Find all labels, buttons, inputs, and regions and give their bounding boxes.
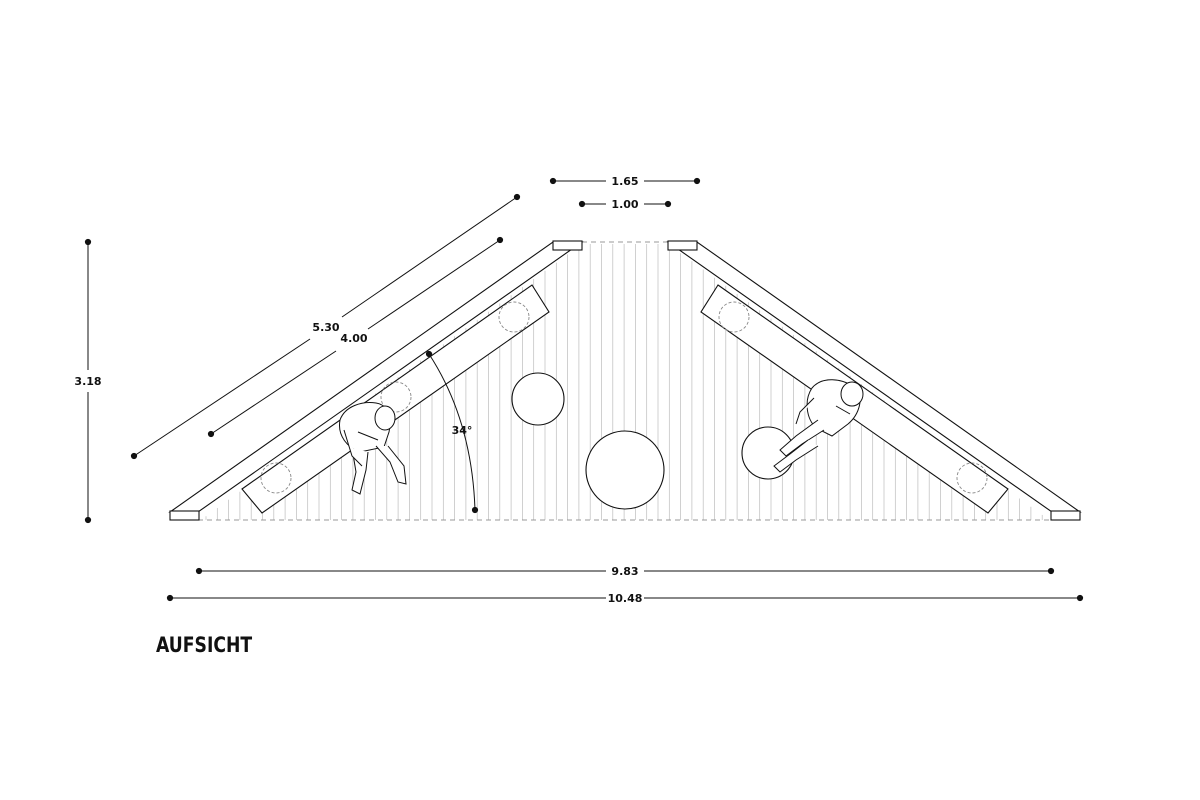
dim-bottom-inner: 9.83 (611, 565, 638, 578)
dim-top-inner: 1.00 (611, 198, 638, 211)
dashed-edges (198, 241, 1052, 521)
right-beam (666, 241, 1082, 513)
large-round-table (585, 430, 665, 510)
dim-slope-outer: 5.30 (312, 321, 339, 334)
dim-height: 3.18 (74, 375, 101, 388)
end-blocks (169, 240, 1081, 521)
left-beam (168, 241, 584, 513)
dim-slope-inner: 4.00 (340, 332, 367, 345)
left-bench (241, 284, 550, 514)
dimension-lines (84, 177, 1084, 602)
dim-angle: 34° (452, 424, 473, 437)
person-left-icon (339, 402, 407, 495)
round-tables (511, 372, 795, 510)
dim-top-outer: 1.65 (611, 175, 638, 188)
dim-bottom-outer: 10.48 (608, 592, 643, 605)
small-round-table (511, 372, 565, 426)
drawing-caption: AUFSICHT (156, 633, 253, 657)
angle-marker (425, 350, 479, 514)
person-right-icon (773, 379, 864, 473)
